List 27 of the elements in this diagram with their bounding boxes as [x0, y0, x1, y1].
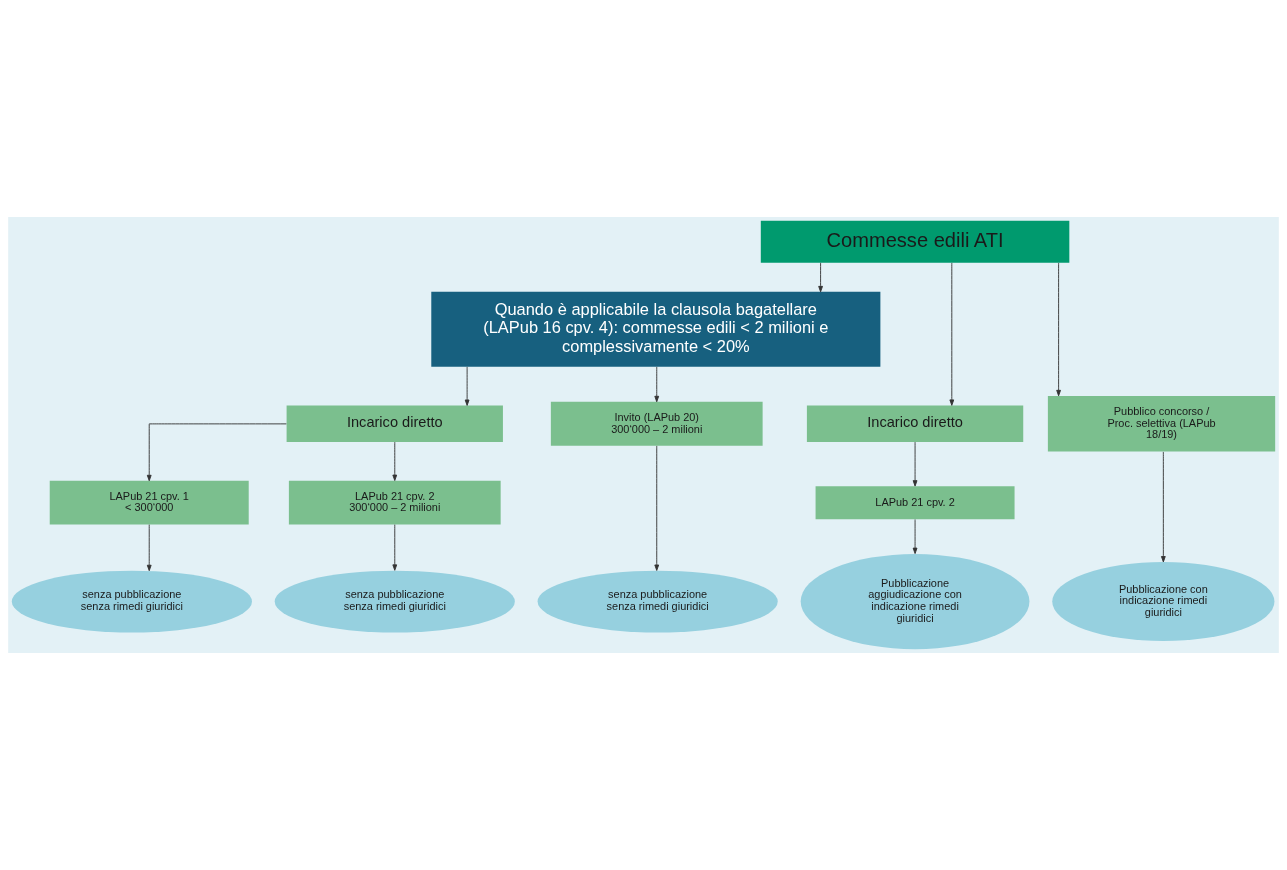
node-box: Commesse edili ATI [760, 220, 1070, 263]
arrow [818, 262, 823, 293]
arrow [1160, 451, 1166, 563]
node-box: Incarico diretto [806, 405, 1024, 442]
arrow [146, 524, 152, 572]
arrow [654, 445, 660, 571]
node-ellipse: Pubblicazione con indicazione rimedi giuridici [1052, 562, 1275, 642]
node-box: Pubblico concorso / Proc. selettiva (LAPub 18/19) [1047, 395, 1276, 452]
arrow [392, 441, 398, 481]
arrow [392, 524, 398, 571]
arrow [912, 441, 918, 487]
node-box: LAPub 21 cpv. 2 300‘000 – 2 milioni [288, 480, 501, 525]
arrow [654, 366, 660, 403]
node-ellipse: senza pubblicazione senza rimedi giuridici [537, 570, 778, 633]
node-box: Incarico diretto [286, 405, 503, 442]
node-ellipse: senza pubblicazione senza rimedi giuridici [274, 570, 515, 633]
node-box: LAPub 21 cpv. 2 [815, 486, 1015, 520]
arrow [1056, 262, 1061, 397]
arrow [949, 262, 955, 406]
node-ellipse: senza pubblicazione senza rimedi giuridici [11, 570, 252, 633]
node-box: Invito (LAPub 20) 300‘000 – 2 milioni [550, 401, 763, 446]
arrow [146, 423, 287, 482]
node-box: Quando è applicabile la clausola bagatellare (LAPub 16 cpv. 4): commesse edili < 2 milioni e complessivamente < 20% [431, 291, 881, 367]
node-ellipse: Pubblicazione aggiudicazione con indicazione rimedi giuridici [800, 554, 1030, 650]
arrow [464, 366, 470, 406]
node-box: LAPub 21 cpv. 1 < 300‘000 [49, 480, 249, 525]
arrow [912, 519, 918, 555]
